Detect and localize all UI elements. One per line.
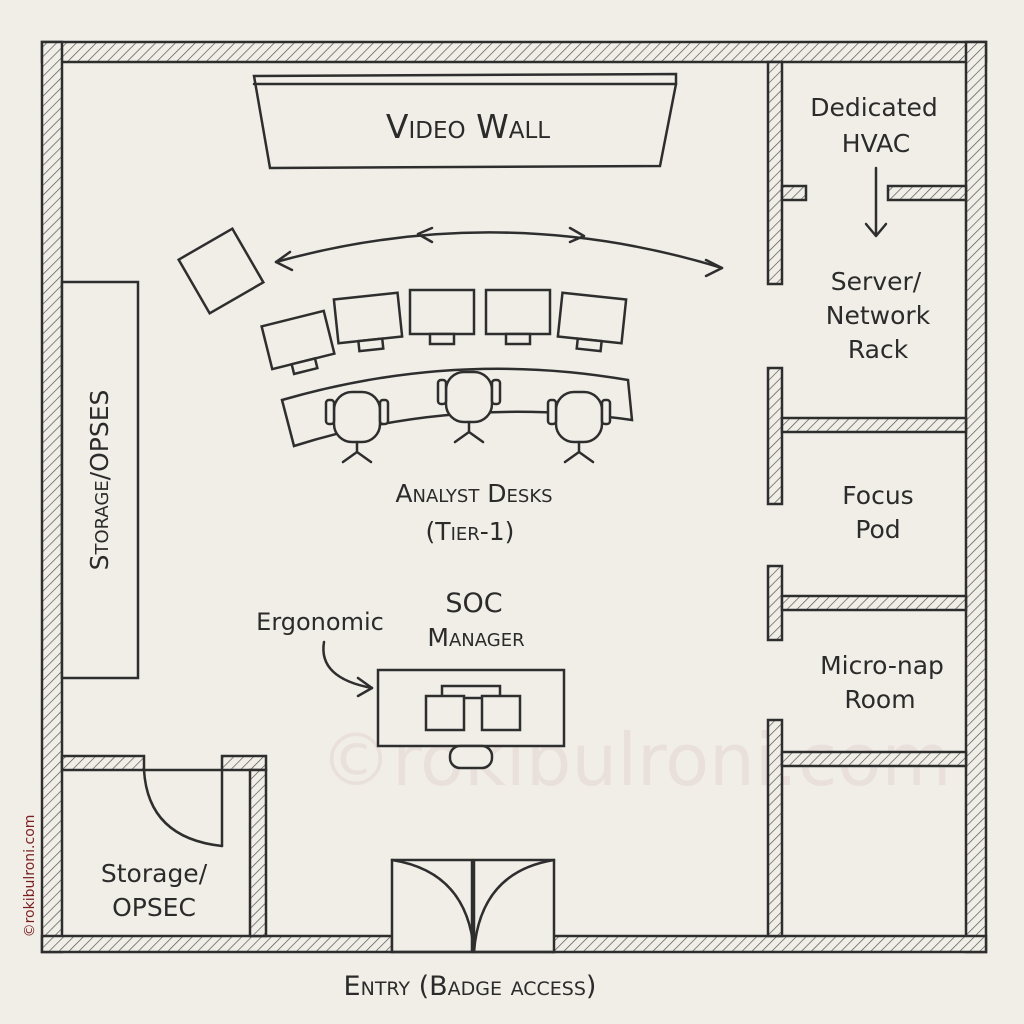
monitor: [332, 291, 404, 353]
outer-walls: [40, 40, 988, 954]
ergonomic-arrow: [322, 640, 374, 698]
entry-label: Entry (Badge access): [344, 971, 597, 1002]
right-partitions: [766, 60, 968, 938]
focus-pod-label-line2: Pod: [855, 515, 900, 544]
storage-opses-label: Storage/OPSES: [85, 390, 114, 571]
analyst-monitors: [260, 288, 628, 376]
server-label-line1: Server/: [831, 267, 922, 296]
video-wall: Video Wall: [252, 72, 678, 170]
storage-opsec-label-line1: Storage/: [101, 859, 208, 888]
chair: [546, 390, 612, 464]
soc-label: SOC: [445, 588, 502, 619]
ergonomic-label: Ergonomic: [256, 608, 384, 636]
chair: [436, 370, 502, 444]
micro-nap-label-line1: Micro-nap: [820, 651, 944, 680]
credit-text: ©rokibulroni.com: [22, 815, 38, 938]
manager-label: Manager: [427, 623, 524, 652]
server-label-line3: Rack: [848, 335, 909, 364]
monitor: [260, 309, 336, 376]
analyst-desks-label: Analyst Desks: [395, 479, 552, 508]
server-label-line2: Network: [826, 301, 931, 330]
side-display: [176, 226, 266, 316]
analyst-tier-label: (Tier-1): [426, 517, 515, 546]
chair: [324, 390, 390, 464]
storage-opsec-label-line2: OPSEC: [112, 893, 196, 922]
sweep-arrow: [274, 226, 724, 278]
hvac-arrow: [864, 166, 888, 238]
hvac-label-line2: HVAC: [842, 129, 910, 158]
micro-nap-label-line2: Room: [844, 685, 915, 714]
entry-door[interactable]: [390, 858, 556, 954]
storage-room-door: [142, 768, 224, 848]
focus-pod-label-line1: Focus: [842, 481, 913, 510]
storage-cabinet: Storage/OPSES: [60, 280, 140, 680]
monitor: [556, 291, 628, 353]
manager-desk: [376, 668, 566, 770]
video-wall-label: Video Wall: [386, 107, 550, 146]
hvac-label-line1: Dedicated: [810, 93, 938, 122]
storage-room-walls: [60, 754, 268, 938]
